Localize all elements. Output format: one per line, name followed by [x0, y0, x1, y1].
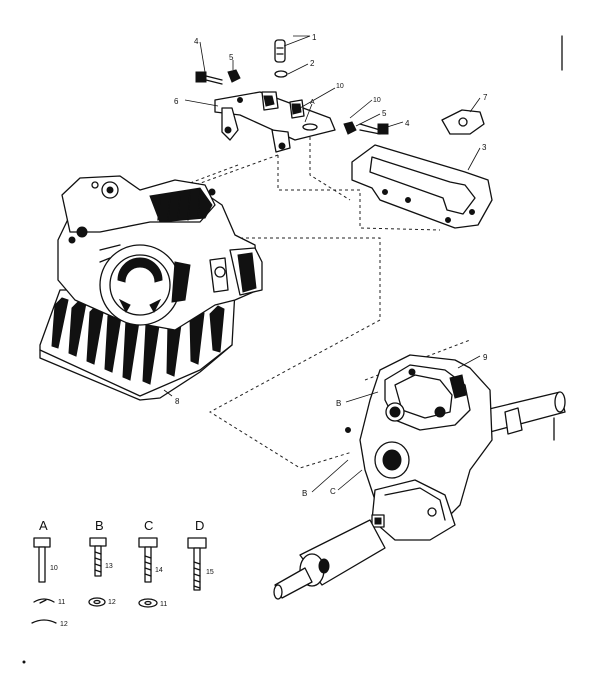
hardware-c-bolt-number: 14 — [155, 567, 163, 574]
letter-b-upper: B — [336, 399, 341, 408]
nut-part-5-right — [343, 121, 357, 135]
lock-washer-icon — [33, 598, 55, 604]
hardware-a-letter: A — [39, 518, 48, 533]
hardware-b-washer-number: 12 — [108, 599, 116, 606]
shift-plate — [351, 144, 493, 229]
callout-3: 3 — [482, 143, 487, 152]
leader-lines — [163, 35, 481, 493]
bolt-icon — [33, 537, 51, 583]
bolt-icon — [187, 537, 207, 591]
callout-4-top: 4 — [194, 37, 199, 46]
letter-b-lower: B — [302, 489, 307, 498]
hardware-legend: A 10 11 12 B 13 12 C — [31, 518, 214, 628]
lock-washer-icon — [88, 597, 106, 607]
callout-1: 1 — [312, 33, 317, 42]
nut-part-5-left — [227, 69, 241, 83]
plate-part-7 — [441, 109, 485, 135]
hardware-c-letter: C — [144, 518, 153, 533]
hardware-a-nut-number: 12 — [60, 621, 68, 628]
hardware-c-washer-number: 11 — [160, 601, 167, 608]
location-letters: B B C — [302, 399, 341, 498]
edge-marks — [22, 35, 563, 664]
hardware-a-washer-number: 11 — [58, 599, 65, 606]
bolt-icon — [89, 537, 107, 577]
shift-bracket — [214, 91, 336, 153]
bolt-part-4-left — [195, 71, 223, 85]
bolt-icon — [138, 537, 158, 583]
callout-9: 9 — [483, 353, 488, 362]
hardware-d-bolt-number: 15 — [206, 569, 214, 576]
bolt-part-4-right — [359, 123, 389, 135]
hardware-a-bolt-number: 10 — [50, 565, 58, 572]
callout-8: 8 — [175, 397, 180, 406]
callout-6: 6 — [174, 97, 179, 106]
callout-5-mid: 5 — [382, 109, 387, 118]
lock-washer-icon — [138, 598, 158, 608]
callout-2: 2 — [310, 59, 315, 68]
engine-assembly — [39, 175, 263, 401]
callout-7: 7 — [483, 93, 488, 102]
callout-a: A — [310, 99, 315, 106]
callouts: 1 2 4 5 6 10 A 10 5 4 7 3 8 9 — [174, 33, 488, 406]
transaxle-assembly — [273, 354, 566, 600]
shift-knob — [274, 39, 286, 63]
callout-10-top: 10 — [336, 83, 344, 90]
washer-part-2 — [274, 70, 288, 78]
callout-5-top: 5 — [229, 53, 234, 62]
callout-4-mid: 4 — [405, 119, 410, 128]
letter-c: C — [330, 487, 336, 496]
hex-nut-icon — [31, 619, 57, 624]
hardware-b-bolt-number: 13 — [105, 563, 113, 570]
callout-10-mid: 10 — [373, 97, 381, 104]
hardware-d-letter: D — [195, 518, 204, 533]
hardware-b-letter: B — [95, 518, 104, 533]
